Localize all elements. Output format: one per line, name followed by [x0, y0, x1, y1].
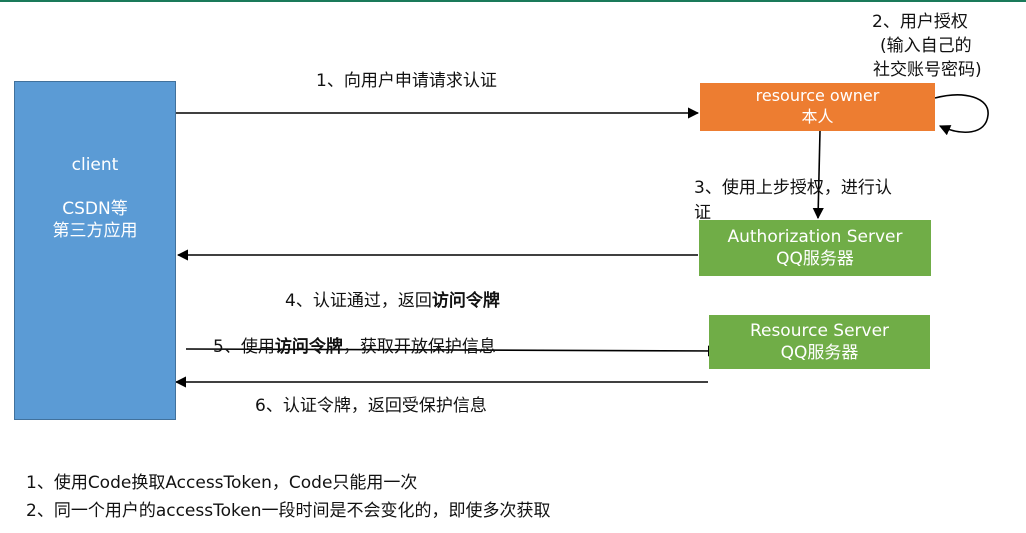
- client-node: client CSDN等 第三方应用: [14, 81, 176, 420]
- step5-label-prefix: 5、使用: [213, 337, 275, 357]
- arrow-use-token: [185, 345, 720, 357]
- step4-label: 4、认证通过，返回访问令牌: [285, 286, 500, 311]
- resource-server-title: Resource Server: [749, 320, 890, 341]
- resource-owner-node: resource owner 本人: [700, 83, 935, 131]
- resource-owner-title: resource owner: [755, 86, 880, 106]
- step4-label-bold: 访问令牌: [431, 291, 500, 311]
- step5-label-bold: 访问令牌: [274, 337, 343, 357]
- step5-label-suffix: ，获取开放保护信息: [342, 337, 496, 357]
- resource-server-subtitle: QQ服务器: [780, 343, 859, 363]
- step4-label-text: 4、认证通过，返回: [285, 291, 432, 311]
- step3-label-line1: 3、使用上步授权，进行认: [694, 178, 892, 198]
- client-subtitle-1: CSDN等: [62, 199, 128, 220]
- step1-label: 1、向用户申请请求认证: [316, 71, 497, 91]
- resource-server-node: Resource Server QQ服务器: [709, 315, 930, 369]
- step2-label-line2: (输入自己的: [880, 36, 972, 56]
- step2-label-line1: 2、用户授权: [872, 12, 968, 32]
- arrow-use-authorization: [812, 130, 824, 220]
- note-1: 1、使用Code换取AccessToken，Code只能用一次: [26, 473, 418, 493]
- top-divider-line: [0, 0, 1026, 2]
- authorization-server-node: Authorization Server QQ服务器: [699, 220, 931, 276]
- authorization-server-title: Authorization Server: [727, 226, 903, 247]
- client-subtitle-2: 第三方应用: [52, 221, 138, 242]
- step5-label: 5、使用访问令牌，获取开放保护信息: [213, 332, 496, 357]
- step6-label: 6、认证令牌，返回受保护信息: [255, 396, 487, 416]
- client-title: client: [71, 155, 119, 175]
- arrow-user-authorize-loop: [934, 94, 989, 136]
- note-2: 2、同一个用户的accessToken一段时间是不会变化的，即使多次获取: [26, 501, 551, 521]
- resource-owner-subtitle: 本人: [801, 107, 834, 126]
- step3-label-line2: 证: [694, 203, 711, 223]
- authorization-server-subtitle: QQ服务器: [776, 249, 854, 269]
- step2-label-line3: 社交账号密码): [873, 60, 982, 80]
